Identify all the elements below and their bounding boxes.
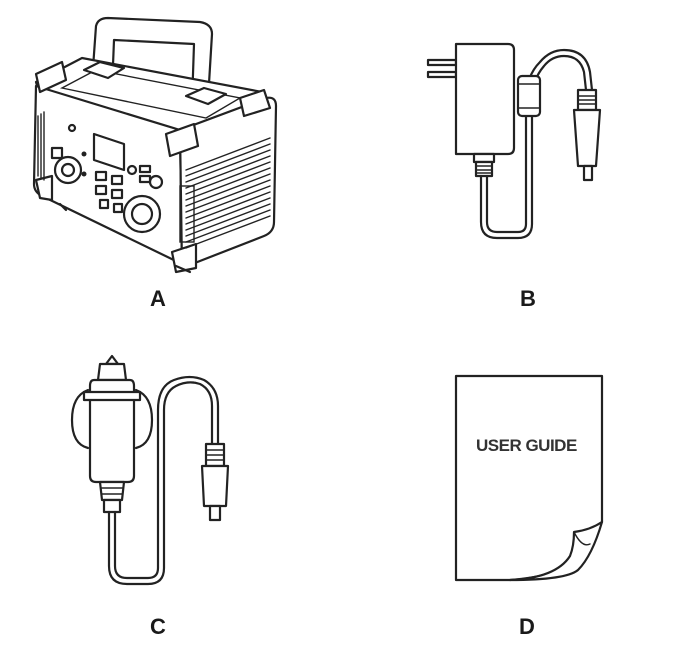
power-station-icon: [32, 16, 278, 274]
user-guide-icon: [454, 374, 604, 582]
item-label-a: A: [150, 286, 166, 311]
item-label-b: B: [520, 286, 536, 311]
user-guide-title: USER GUIDE: [476, 436, 577, 455]
item-label-d: D: [519, 614, 535, 639]
item-label-c: C: [150, 614, 166, 639]
wall-adapter-icon: [426, 42, 602, 240]
car-charger-cable-icon: [70, 354, 230, 586]
